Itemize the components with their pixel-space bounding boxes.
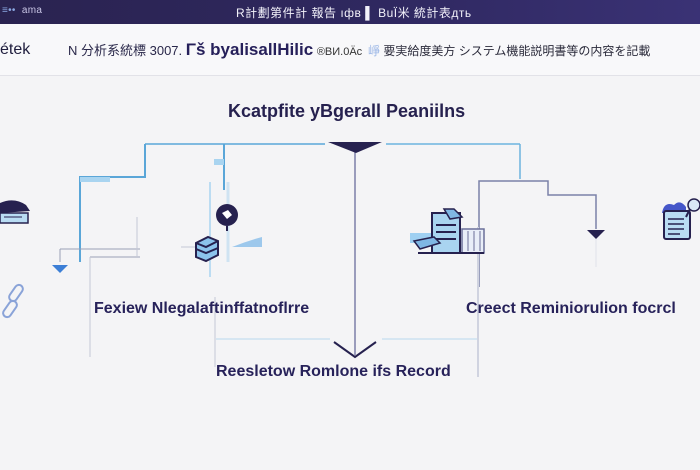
navigation-bar: étek N 分析系統標 3007. Γš byalisallHilic ®ВИ…	[0, 24, 700, 76]
nav-prefix: N 分析系統標 3007.	[68, 43, 183, 58]
gradient-bar-icon	[232, 237, 262, 247]
diagram-canvas: Kcatpfite уBgerall Peaniilns	[0, 77, 700, 470]
files-stack-icon	[410, 208, 485, 254]
node-label-right: Creect Reminiorulion focrcl	[466, 300, 676, 317]
archive-box-icon	[0, 200, 30, 224]
brand-logo-icon: ≡••	[2, 5, 16, 16]
nav-breadcrumb[interactable]: N 分析系統標 3007. Γš byalisallHilic ®ВИ.0Äс	[68, 40, 362, 60]
node-label-bottom: Reesletow Romlone ifs Record	[216, 363, 451, 380]
app-brand: ≡•• ama	[2, 5, 42, 16]
chat-bubble-icon	[216, 204, 238, 231]
stacked-layers-icon	[195, 235, 219, 263]
link-chain-icon	[2, 283, 24, 319]
window-title: R計劃第件計 報告 ıфв ▌ BuÏ米 統計表дть	[236, 6, 472, 20]
brand-name: ama	[21, 5, 43, 16]
nav-description: 崢 要実給度美方 システム機能説明書等の内容を記載	[368, 42, 650, 59]
title-bar: ≡•• ama R計劃第件計 報告 ıфв ▌ BuÏ米 統計表дть	[0, 0, 700, 24]
nav-desc-text: 要実給度美方 システム機能説明書等の内容を記載	[383, 44, 651, 58]
nav-current-page: Γš byalisallHilic	[185, 40, 314, 59]
clipboard-search-icon	[662, 198, 700, 240]
connector-lines	[52, 142, 605, 377]
nav-desc-accent: 崢	[368, 44, 381, 58]
nav-suffix: ®ВИ.0Äс	[316, 46, 363, 58]
node-label-left: Fexiew Nlegalaftinffatnoflrre	[94, 300, 310, 317]
diagram-title: Kcatpfite уBgerall Peaniilns	[228, 101, 466, 121]
app-name[interactable]: étek	[0, 41, 31, 58]
